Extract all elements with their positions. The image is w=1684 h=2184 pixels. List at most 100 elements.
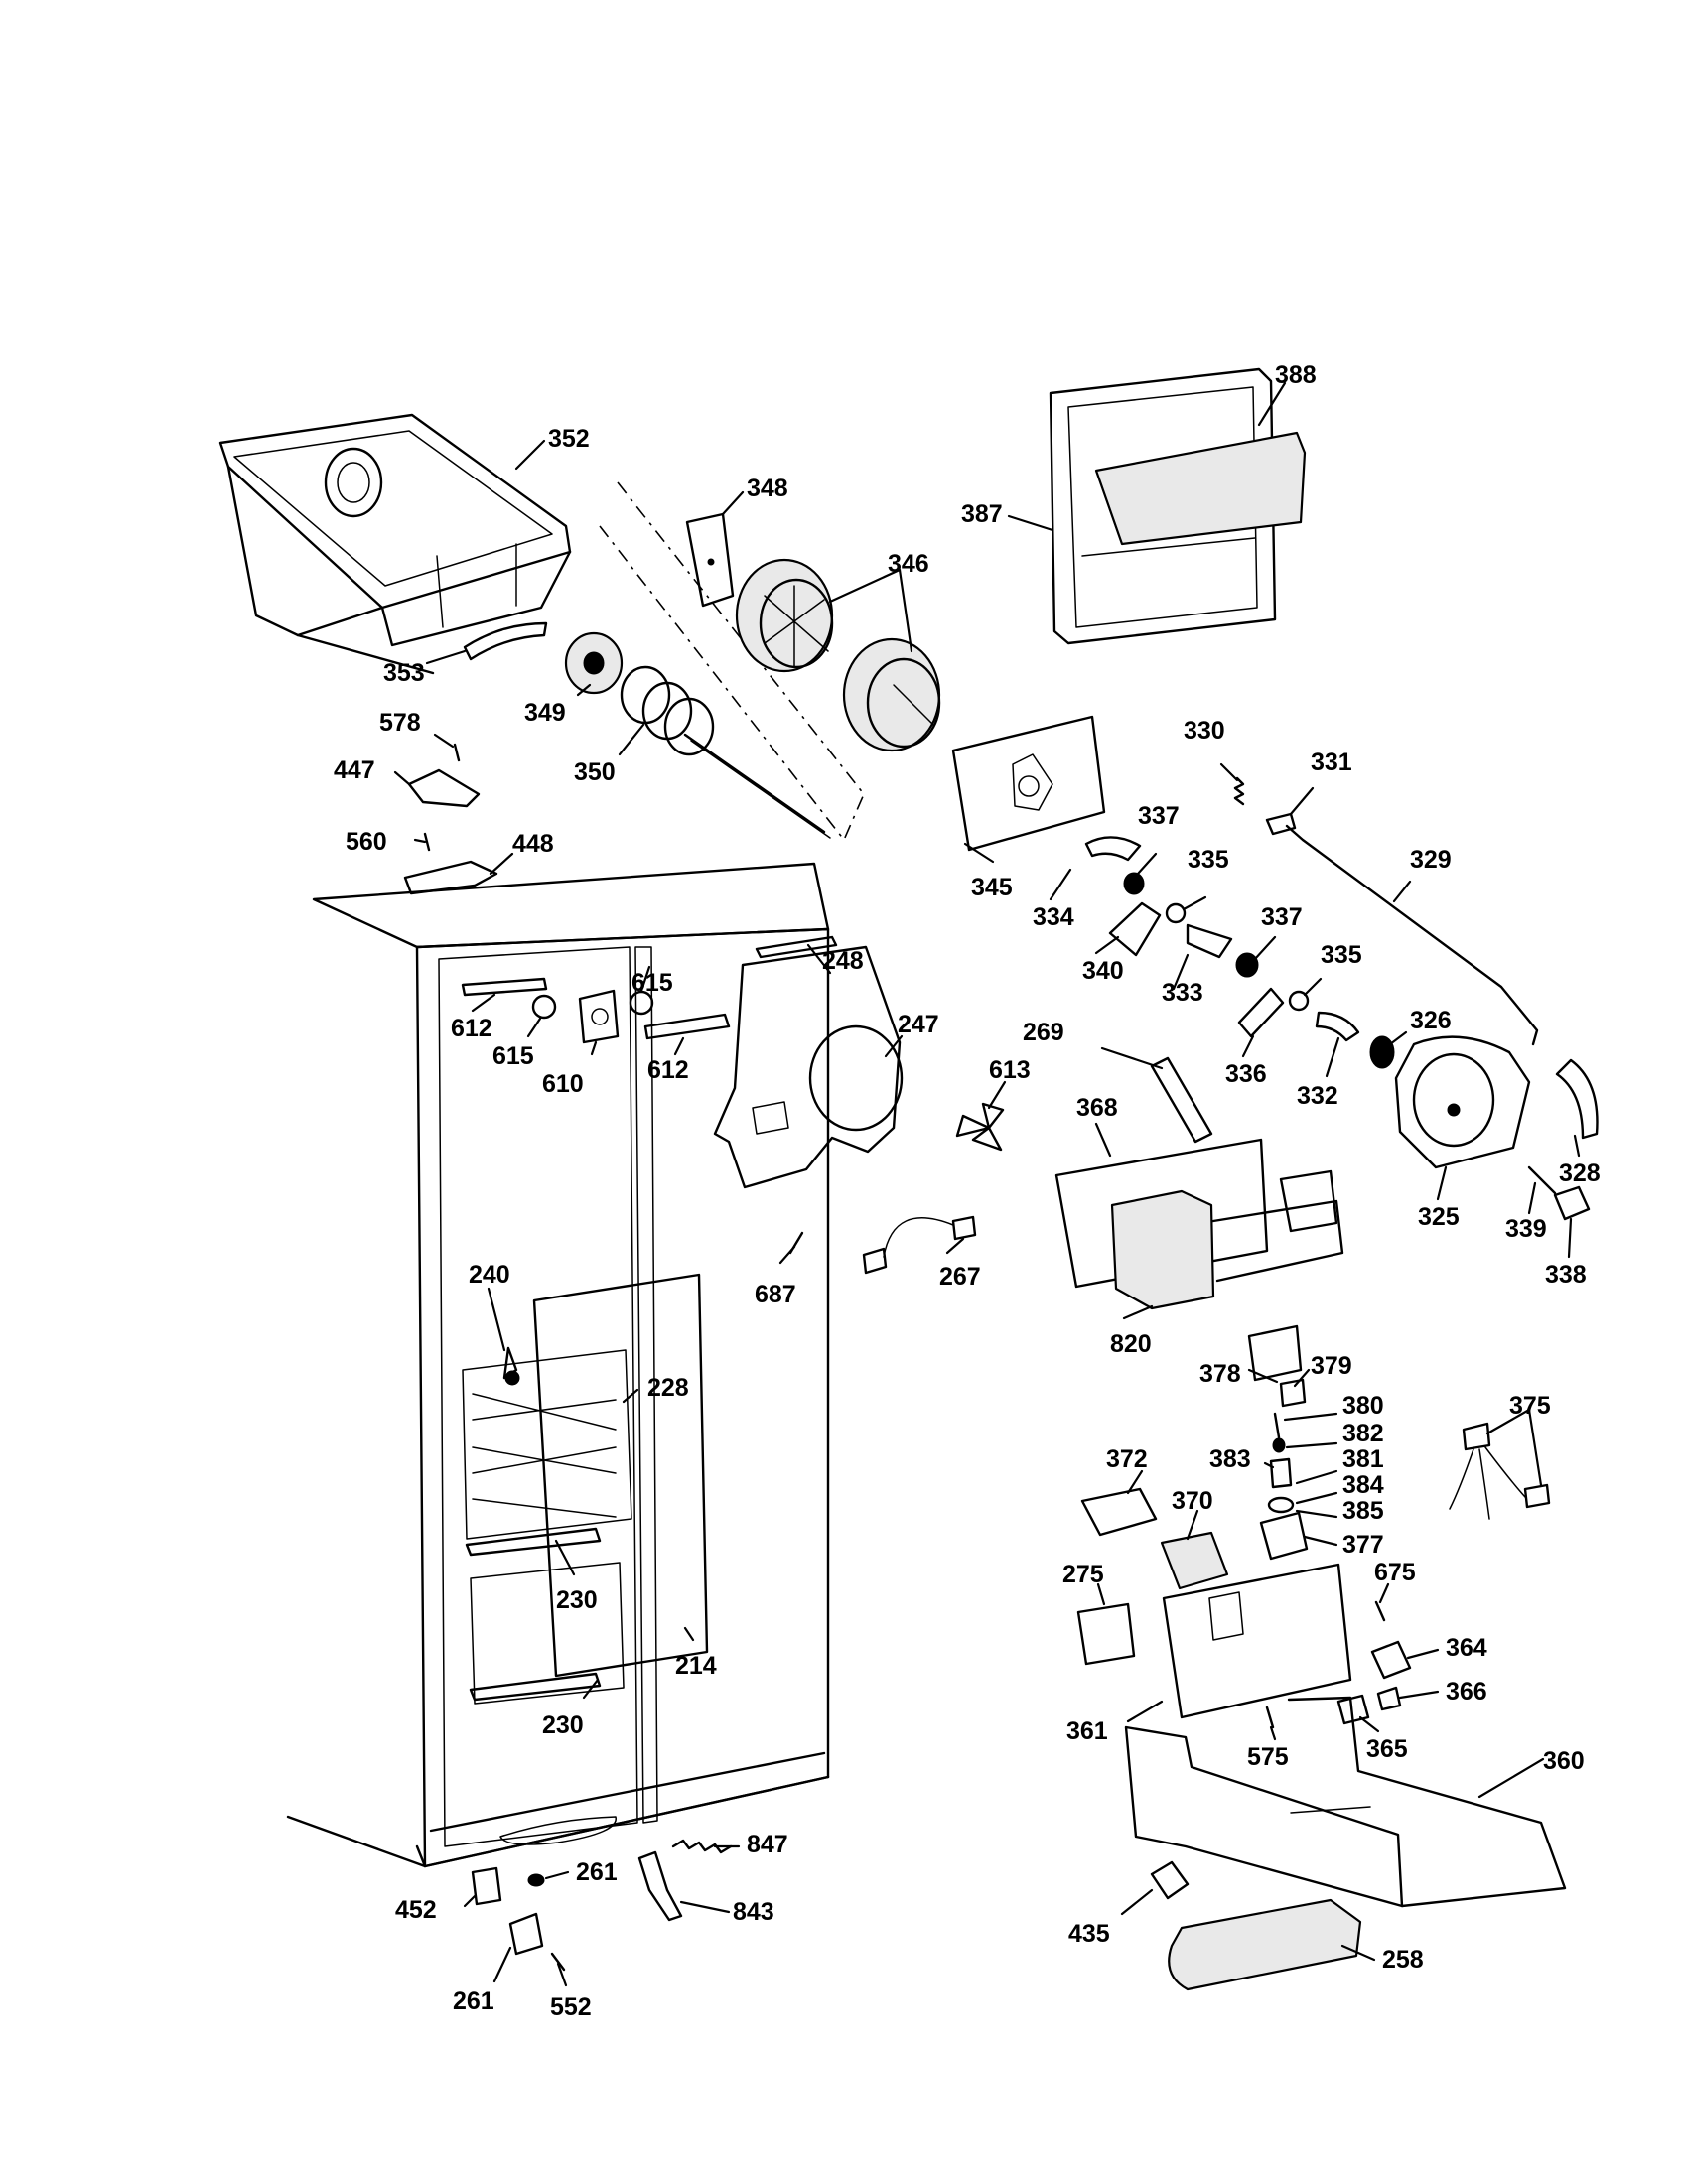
label-578: 578 — [379, 709, 421, 737]
label-261-lower: 261 — [453, 1987, 494, 2015]
part-331-clip[interactable] — [1265, 812, 1297, 836]
part-330-spring[interactable] — [1233, 776, 1245, 806]
label-615-upper: 615 — [632, 969, 673, 997]
label-364: 364 — [1446, 1634, 1487, 1662]
part-447-bracket[interactable] — [407, 768, 481, 808]
label-336: 336 — [1225, 1060, 1267, 1088]
part-247-evaporator-cover[interactable] — [713, 945, 904, 1189]
part-338-switch[interactable] — [1553, 1185, 1591, 1221]
part-578-screw[interactable] — [453, 743, 461, 762]
part-335-washer-lower[interactable] — [1288, 990, 1310, 1012]
part-361-dispenser-housing[interactable] — [1162, 1563, 1352, 1719]
label-675: 675 — [1374, 1559, 1416, 1586]
part-388-chute-door[interactable] — [1094, 431, 1307, 546]
part-560-screw[interactable] — [423, 832, 431, 852]
part-612-bracket-upper[interactable] — [461, 977, 548, 997]
part-613-fan-blade[interactable] — [955, 1102, 1005, 1152]
part-329-rod[interactable] — [1285, 824, 1539, 1046]
part-258-drip-tray[interactable] — [1168, 1898, 1362, 1991]
part-346-crusher-lower[interactable] — [842, 637, 941, 752]
leader-lines — [393, 381, 1581, 1987]
label-847: 847 — [747, 1831, 788, 1858]
part-675-screw[interactable] — [1374, 1600, 1386, 1622]
part-333-lever[interactable] — [1186, 923, 1233, 959]
part-337-spring-lower[interactable] — [1235, 952, 1259, 978]
part-372-cover[interactable] — [1080, 1487, 1158, 1537]
part-328-motor-bracket[interactable] — [1555, 1058, 1599, 1140]
part-360-dispenser-frame[interactable] — [1124, 1696, 1567, 1908]
part-612-bracket-lower[interactable] — [643, 1013, 731, 1040]
part-382-spring[interactable] — [1272, 1437, 1286, 1453]
part-214-evaporator-panel[interactable] — [532, 1273, 709, 1678]
label-340: 340 — [1082, 957, 1124, 985]
label-248: 248 — [822, 947, 864, 975]
part-261-hinge[interactable] — [508, 1912, 544, 1956]
part-610-thermostat[interactable] — [578, 989, 620, 1044]
part-368-ice-maker-bracket[interactable] — [1054, 1138, 1269, 1289]
part-383-plunger[interactable] — [1269, 1457, 1293, 1489]
label-365: 365 — [1366, 1735, 1408, 1763]
part-340-actuator[interactable] — [1108, 901, 1162, 957]
label-448: 448 — [512, 830, 554, 858]
part-269-fill-tube[interactable] — [1150, 1056, 1213, 1144]
part-364-switch[interactable] — [1370, 1640, 1412, 1680]
part-575-screw[interactable] — [1265, 1706, 1275, 1729]
label-380: 380 — [1342, 1392, 1384, 1420]
label-335-upper: 335 — [1188, 846, 1229, 874]
label-575: 575 — [1247, 1743, 1289, 1771]
part-384-seal[interactable] — [1267, 1496, 1295, 1514]
part-325-auger-motor[interactable] — [1394, 1035, 1531, 1169]
part-345-mounting-plate[interactable] — [951, 715, 1106, 852]
label-352: 352 — [548, 425, 590, 453]
part-387-dispenser-frame[interactable] — [1049, 367, 1277, 645]
part-379-valve-body[interactable] — [1279, 1378, 1307, 1408]
part-326-coupler[interactable] — [1369, 1035, 1395, 1069]
part-847-spring[interactable] — [671, 1839, 733, 1854]
part-346-crusher-upper[interactable] — [735, 558, 834, 673]
part-370-auger-solenoid[interactable] — [1160, 1531, 1229, 1590]
label-334: 334 — [1033, 903, 1074, 931]
part-353-bail[interactable] — [463, 621, 548, 661]
label-330: 330 — [1184, 717, 1225, 745]
part-230-defrost-heater-upper[interactable] — [465, 1527, 602, 1557]
label-331: 331 — [1311, 749, 1352, 776]
part-240-defrost-thermostat[interactable] — [502, 1346, 520, 1386]
part-336-cam-lower[interactable] — [1237, 987, 1285, 1038]
label-328: 328 — [1559, 1160, 1601, 1187]
part-275-plate[interactable] — [1076, 1602, 1136, 1666]
part-261-nut[interactable] — [527, 1873, 545, 1887]
part-452-plate[interactable] — [471, 1866, 502, 1906]
part-352-ice-bucket[interactable] — [218, 413, 572, 675]
label-228: 228 — [647, 1374, 689, 1402]
part-366-clip[interactable] — [1376, 1686, 1402, 1711]
part-380-pin[interactable] — [1273, 1412, 1281, 1439]
part-843-lever-arm[interactable] — [637, 1850, 683, 1922]
part-615-knob-upper[interactable] — [531, 994, 557, 1020]
label-360: 360 — [1543, 1747, 1585, 1775]
part-332-arm[interactable] — [1315, 1011, 1360, 1042]
label-267: 267 — [939, 1263, 981, 1291]
part-348-feed-plate[interactable] — [685, 512, 735, 608]
part-339-screw[interactable] — [1527, 1165, 1557, 1195]
part-350-auger[interactable] — [620, 665, 831, 839]
part-228-evaporator[interactable] — [462, 1349, 632, 1540]
part-337-spring-upper[interactable] — [1123, 872, 1145, 895]
label-338: 338 — [1545, 1261, 1587, 1289]
part-334-cam[interactable] — [1084, 836, 1142, 862]
part-349-bearing[interactable] — [564, 631, 624, 695]
part-552-screw[interactable] — [550, 1952, 566, 1972]
part-435-light-socket[interactable] — [1150, 1860, 1190, 1900]
part-378-solenoid[interactable] — [1247, 1324, 1303, 1382]
part-448-bracket[interactable] — [403, 860, 498, 895]
part-267-wire-harness[interactable] — [862, 1215, 977, 1275]
part-375-wire-harness[interactable] — [1449, 1422, 1551, 1520]
part-248-insulation-strip[interactable] — [755, 935, 838, 959]
label-332: 332 — [1297, 1082, 1338, 1110]
part-820-ice-maker[interactable] — [1110, 1169, 1344, 1310]
part-365-cap[interactable] — [1336, 1694, 1370, 1725]
label-382: 382 — [1342, 1420, 1384, 1447]
part-377-valve-bracket[interactable] — [1259, 1511, 1309, 1561]
part-335-washer-upper[interactable] — [1165, 902, 1187, 924]
label-335-lower: 335 — [1321, 941, 1362, 969]
part-230-defrost-heater-lower[interactable] — [469, 1562, 625, 1705]
